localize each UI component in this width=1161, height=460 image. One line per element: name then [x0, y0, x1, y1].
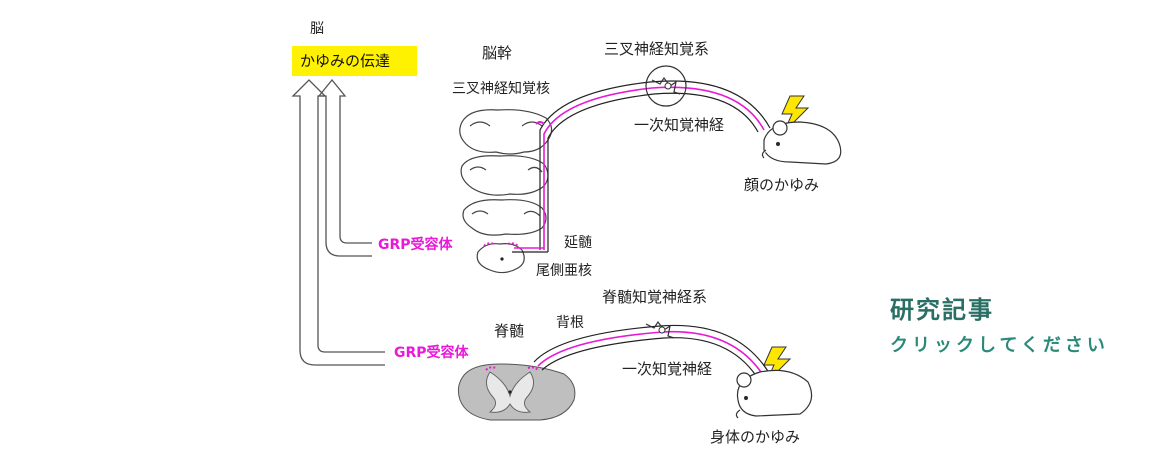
spinal-system-label: 脊髄知覚神経系 — [602, 288, 708, 306]
click-prompt-text[interactable]: クリックしてください — [890, 334, 1109, 356]
primary-neuron-bottom-label: 一次知覚神経 — [622, 360, 713, 378]
spinal-cord-section — [457, 363, 576, 421]
ascending-arrow-inner — [317, 78, 372, 257]
brain-label: 脳 — [310, 21, 324, 37]
ascending-arrow-outer — [291, 79, 385, 366]
brainstem-label: 脳幹 — [482, 44, 513, 62]
trigeminal-system-label: 三叉神経知覚系 — [604, 40, 710, 58]
research-article-link[interactable]: 研究記事 クリックしてください — [890, 296, 1109, 356]
itch-transmission-label: かゆみの伝達 — [292, 46, 417, 76]
brainstem-sections — [459, 109, 553, 274]
neuron-icon — [645, 65, 687, 107]
research-article-title[interactable]: 研究記事 — [890, 296, 994, 324]
spinal-cord-label: 脊髄 — [494, 322, 525, 340]
body-itch-label: 身体のかゆみ — [710, 428, 801, 446]
grp-receptor-bottom-label: GRP受容体 — [394, 345, 469, 361]
trigeminal-nucleus-label: 三叉神経知覚核 — [452, 81, 550, 97]
primary-neuron-top-label: 一次知覚神経 — [634, 116, 725, 134]
drg-neuron-icon — [645, 320, 675, 339]
dorsal-root-label: 背根 — [556, 315, 584, 331]
body-mouse-icon — [735, 369, 813, 419]
trigeminal-nerve — [512, 80, 771, 253]
face-itch-label: 顔のかゆみ — [744, 176, 820, 194]
medulla-label: 延髄 — [564, 235, 592, 251]
mouse-icon — [761, 120, 842, 165]
spinal-nucleus-label: 尾側亜核 — [536, 263, 592, 279]
grp-receptor-top-label: GRP受容体 — [378, 237, 453, 253]
